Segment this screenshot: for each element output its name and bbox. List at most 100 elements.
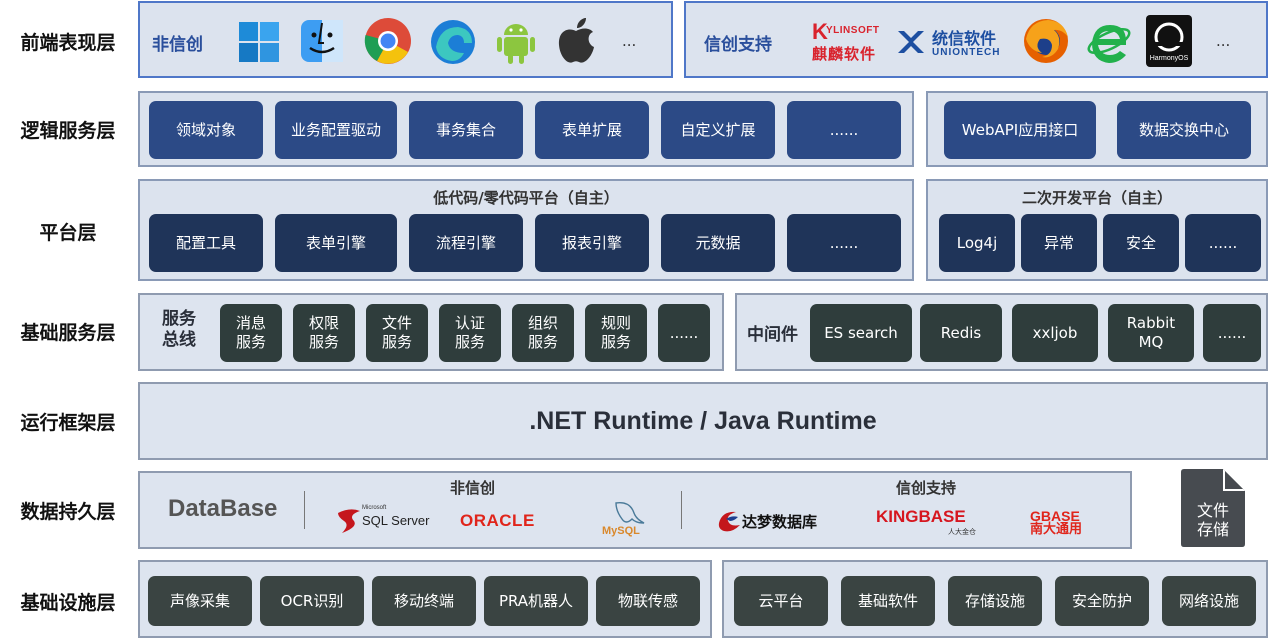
infra-item-iot[interactable]: 物联传感 [596, 576, 700, 626]
middleware-item-line: MQ [1138, 333, 1164, 351]
infra-right-panel: 云平台 基础软件 存储设施 安全防护 网络设施 [722, 560, 1268, 638]
layer-label-runtime: 运行框架层 [20, 411, 116, 434]
infra-item-base-software[interactable]: 基础软件 [841, 576, 935, 626]
bus-item-line: 服务 [308, 333, 339, 351]
sqlserver-small: Microsoft [362, 505, 387, 511]
uniontech-cn: 统信软件 [932, 29, 997, 48]
platform-item-log4j[interactable]: Log4j [939, 214, 1015, 272]
platform-item-more[interactable]: ...... [787, 214, 901, 272]
middleware-label: 中间件 [747, 325, 798, 345]
oracle-logo: ORACLE [460, 511, 535, 530]
gbase-text: GBASE [1030, 508, 1080, 524]
middleware-item-more[interactable]: ...... [1203, 304, 1261, 362]
platform-item-more[interactable]: ...... [1185, 214, 1261, 272]
bus-item-more[interactable]: ...... [658, 304, 710, 362]
chrome-icon [364, 17, 412, 65]
platform-right-title: 二次开发平台（自主） [1021, 189, 1172, 207]
uniontech-icon [896, 27, 926, 57]
windows-icon [238, 21, 280, 63]
layer-label-data: 数据持久层 [20, 500, 116, 523]
logic-item-transaction[interactable]: 事务集合 [409, 101, 523, 159]
middleware-item-es[interactable]: ES search [810, 304, 912, 362]
platform-item-form-engine[interactable]: 表单引擎 [275, 214, 397, 272]
uniontech-en: UNIONTECH [932, 47, 1001, 58]
infra-item-cloud[interactable]: 云平台 [734, 576, 828, 626]
file-storage-line: 文件 [1196, 501, 1229, 520]
logic-item-data-exchange[interactable]: 数据交换中心 [1117, 101, 1251, 159]
bus-item-file[interactable]: 文件服务 [366, 304, 428, 362]
file-storage-line: 存储 [1196, 520, 1229, 540]
gbase-cn: 南大通用 [1030, 522, 1083, 537]
infra-item-ocr[interactable]: OCR识别 [260, 576, 364, 626]
logic-item-form-extension[interactable]: 表单扩展 [535, 101, 649, 159]
kylinsoft-k: K [812, 19, 828, 44]
infra-item-security[interactable]: 安全防护 [1055, 576, 1149, 626]
kylinsoft-cn: 麒麟软件 [812, 45, 877, 63]
logic-item-domain-object[interactable]: 领域对象 [149, 101, 263, 159]
bus-item-auth[interactable]: 认证服务 [439, 304, 501, 362]
bus-item-rule[interactable]: 规则服务 [585, 304, 647, 362]
infra-left-panel: 声像采集 OCR识别 移动终端 PRA机器人 物联传感 [138, 560, 712, 638]
infra-item-mobile[interactable]: 移动终端 [372, 576, 476, 626]
edge-icon [430, 19, 476, 65]
bus-item-line: 服务 [600, 333, 631, 351]
layer-label-infra: 基础设施层 [20, 591, 116, 614]
dameng-text: 达梦数据库 [742, 513, 818, 531]
dameng-logo: 达梦数据库 [716, 509, 836, 535]
service-bus-label: 服务 总线 [162, 309, 196, 352]
platform-item-security[interactable]: 安全 [1103, 214, 1179, 272]
sqlserver-text: SQL Server [362, 513, 430, 528]
service-bus-panel: 服务 总线 消息服务 权限服务 文件服务 认证服务 组织服务 规则服务 ....… [138, 293, 724, 371]
mysql-text: MySQL [602, 525, 640, 537]
logic-item-custom-extension[interactable]: 自定义扩展 [661, 101, 775, 159]
frontend-xc-panel: 信创支持 K YLINSOFT 麒麟软件 统信软件 UNIONTECH Harm… [684, 1, 1268, 78]
platform-item-flow-engine[interactable]: 流程引擎 [409, 214, 523, 272]
uniontech-logo: 统信软件 UNIONTECH [896, 17, 1016, 65]
frontend-xc-more: ... [1216, 32, 1231, 50]
middleware-item-redis[interactable]: Redis [920, 304, 1002, 362]
bus-item-line: 服务 [454, 333, 485, 351]
mysql-logo: MySQL [600, 499, 652, 541]
bus-item-line: 权限 [308, 314, 339, 333]
data-panel: DataBase 非信创 Microsoft SQL Server ORACLE… [138, 471, 1132, 549]
bus-item-line: 认证 [454, 314, 485, 333]
middleware-item-line: Rabbit [1126, 314, 1176, 333]
platform-item-config-tool[interactable]: 配置工具 [149, 214, 263, 272]
infra-item-rpa[interactable]: PRA机器人 [484, 576, 588, 626]
logic-item-business-config[interactable]: 业务配置驱动 [275, 101, 397, 159]
file-storage-icon: 文件 存储 [1181, 469, 1245, 547]
bus-item-message[interactable]: 消息服务 [220, 304, 282, 362]
kylinsoft-text: YLINSOFT [826, 25, 880, 36]
layer-label-basic: 基础服务层 [20, 321, 116, 344]
harmonyos-text: HarmonyOS [1149, 55, 1189, 62]
frontend-non-xc-panel: 非信创 ... [138, 1, 673, 78]
bus-item-line: 文件 [381, 314, 412, 333]
sqlserver-logo: Microsoft SQL Server [336, 505, 436, 537]
bus-item-line: 消息 [235, 314, 266, 333]
bus-item-organization[interactable]: 组织服务 [512, 304, 574, 362]
frontend-non-xc-more: ... [622, 32, 637, 50]
platform-item-report-engine[interactable]: 报表引擎 [535, 214, 649, 272]
infra-item-av-capture[interactable]: 声像采集 [148, 576, 252, 626]
kylinsoft-logo: K YLINSOFT 麒麟软件 [812, 17, 884, 65]
bus-item-line: 服务 [381, 333, 412, 351]
logic-item-more[interactable]: ...... [787, 101, 901, 159]
platform-item-exception[interactable]: 异常 [1021, 214, 1097, 272]
service-bus-label-line1: 服务 [162, 309, 196, 329]
platform-right-panel: 二次开发平台（自主） Log4j 异常 安全 ...... [926, 179, 1268, 281]
platform-item-metadata[interactable]: 元数据 [661, 214, 775, 272]
logic-item-webapi[interactable]: WebAPI应用接口 [944, 101, 1096, 159]
runtime-panel: .NET Runtime / Java Runtime [138, 382, 1268, 460]
platform-left-panel: 低代码/零代码平台（自主） 配置工具 表单引擎 流程引擎 报表引擎 元数据 ..… [138, 179, 914, 281]
data-xc-title: 信创支持 [896, 479, 957, 497]
runtime-text: .NET Runtime / Java Runtime [529, 406, 877, 435]
file-storage-label: 文件 存储 [1181, 501, 1245, 539]
bus-item-permission[interactable]: 权限服务 [293, 304, 355, 362]
infra-item-network[interactable]: 网络设施 [1162, 576, 1256, 626]
infra-item-storage[interactable]: 存储设施 [948, 576, 1042, 626]
middleware-item-xxljob[interactable]: xxljob [1012, 304, 1098, 362]
bus-item-line: 规则 [600, 314, 631, 333]
